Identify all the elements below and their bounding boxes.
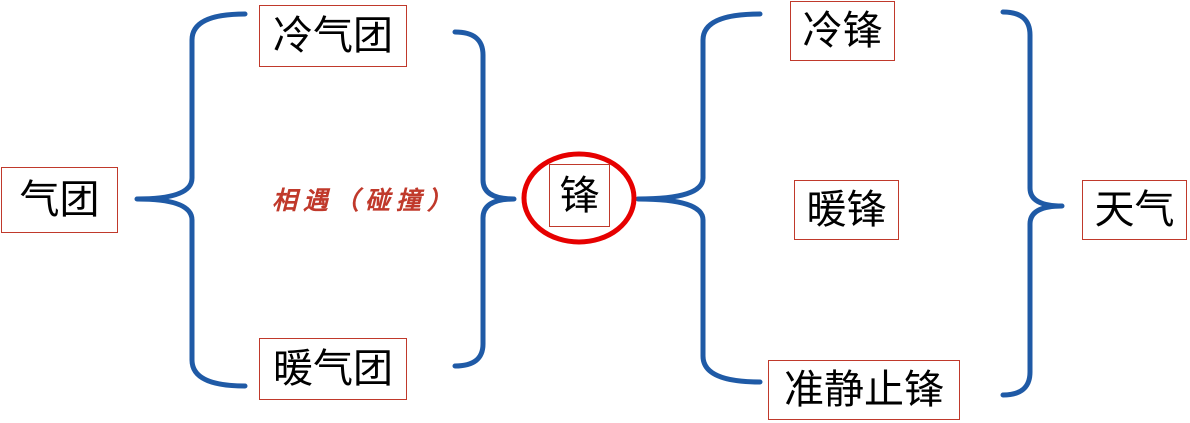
middle-bracket xyxy=(452,29,517,369)
node-weather-label: 天气 xyxy=(1094,187,1175,233)
node-cold-front-label: 冷锋 xyxy=(802,8,883,54)
node-cold-air-mass: 冷气团 xyxy=(259,5,407,67)
node-cold-air-mass-label: 冷气团 xyxy=(273,13,393,59)
node-air-mass-label: 气团 xyxy=(19,177,100,223)
node-stationary-front: 准静止锋 xyxy=(768,360,960,420)
left-brace xyxy=(134,11,248,389)
node-warm-front: 暖锋 xyxy=(794,180,899,240)
right-bracket xyxy=(1000,9,1065,398)
meet-collision-label: 相遇（碰撞） xyxy=(272,186,459,215)
node-warm-air-mass: 暖气团 xyxy=(259,338,407,400)
node-front: 锋 xyxy=(549,164,610,227)
front-highlight-circle xyxy=(521,151,637,245)
node-stationary-front-label: 准静止锋 xyxy=(784,367,944,413)
node-front-label: 锋 xyxy=(559,172,600,219)
node-warm-front-label: 暖锋 xyxy=(806,187,887,233)
node-warm-air-mass-label: 暖气团 xyxy=(273,346,393,392)
node-air-mass: 气团 xyxy=(1,167,118,233)
node-cold-front: 冷锋 xyxy=(790,1,895,61)
node-weather: 天气 xyxy=(1082,180,1187,240)
front-brace xyxy=(635,11,763,385)
